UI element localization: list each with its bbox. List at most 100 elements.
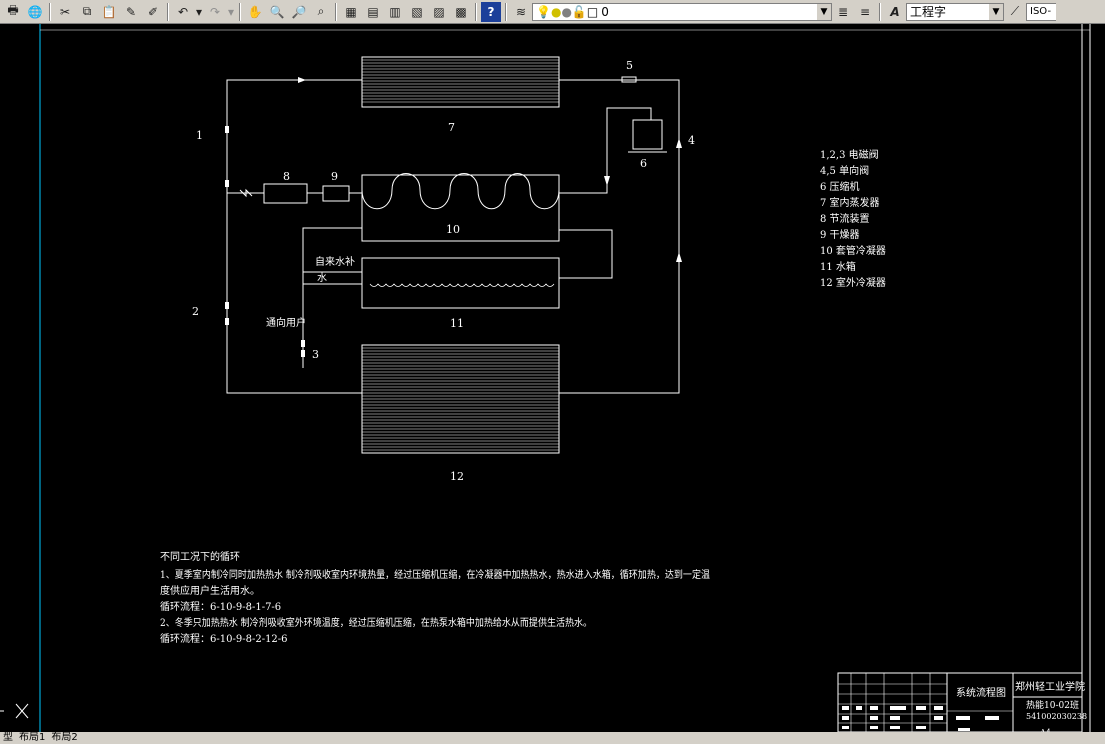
properties-icon[interactable]: ▦ <box>345 4 357 19</box>
toolbar-separator <box>167 2 169 21</box>
ucs-icon <box>0 703 29 719</box>
redo-dropdown-icon[interactable]: ▾ <box>227 4 235 19</box>
color-swatch-icon: □ <box>586 4 599 19</box>
notes-heading: 不同工况下的循环 <box>160 550 240 563</box>
label-11: 11 <box>450 317 464 330</box>
notes-line: 循环流程：6-10-9-8-1-7-6 <box>160 600 281 613</box>
dim-style-icon[interactable]: ⟋ <box>1010 4 1020 18</box>
publish-icon[interactable]: 🌐 <box>27 4 43 19</box>
title-block-text-block <box>956 716 970 720</box>
label-2: 2 <box>192 305 199 318</box>
dim-style-combo[interactable]: ISO- <box>1026 2 1056 21</box>
indoor-evaporator <box>361 56 560 108</box>
redo-icon[interactable]: ↷ <box>209 4 221 19</box>
notes-line: 度供应用户生活用水。 <box>160 584 260 597</box>
notes-line: 循环流程：6-10-9-8-2-12-6 <box>160 632 288 645</box>
tab-model[interactable]: 型 <box>3 732 13 743</box>
piping <box>226 79 680 394</box>
chevron-down-icon[interactable]: ▼ <box>989 3 1003 20</box>
layout-tabs-bar: 型 布局1 布局2 <box>0 732 1105 744</box>
water-tank <box>361 257 560 309</box>
toolbar-separator <box>49 2 51 21</box>
label-8: 8 <box>283 170 290 183</box>
chevron-down-icon[interactable]: ▼ <box>817 3 831 20</box>
layer-previous-icon[interactable]: ≡ <box>859 4 871 19</box>
title-block-text-block <box>916 726 926 729</box>
tap-water-label-1: 自来水补 <box>315 255 355 268</box>
sheet-set-icon[interactable]: ▧ <box>411 4 423 19</box>
notes-line: 1、夏季室内制冷同时加热热水 制冷剂吸收室内环境热量，经过压缩机压缩，在冷凝器中… <box>160 568 710 581</box>
markup-icon[interactable]: ▨ <box>433 4 445 19</box>
design-center-icon[interactable]: ▤ <box>367 4 379 19</box>
label-7: 7 <box>448 121 455 134</box>
legend-item: 11 水箱 <box>820 260 856 273</box>
label-9: 9 <box>331 170 338 183</box>
zoom-previous-icon[interactable]: ⌕ <box>317 4 325 18</box>
zoom-window-icon[interactable]: 🔎 <box>291 4 307 19</box>
toolbar-separator <box>879 2 881 21</box>
flow-arrows <box>225 77 682 357</box>
check-valve-5 <box>621 76 637 83</box>
drawing-name: 系统流程图 <box>956 686 1006 699</box>
student-id: 541002030238 <box>1026 712 1087 721</box>
legend-item: 8 节流装置 <box>820 212 870 225</box>
paste-icon[interactable]: 📋 <box>101 4 117 19</box>
legend-item: 12 室外冷凝器 <box>820 276 886 289</box>
toolbar-separator <box>335 2 337 21</box>
cut-icon[interactable]: ✂ <box>59 4 71 19</box>
layer-manager-icon[interactable]: ≋ <box>515 4 527 19</box>
tool-palettes-icon[interactable]: ▥ <box>389 4 401 19</box>
calculator-icon[interactable]: ▩ <box>455 4 467 19</box>
legend-item: 6 压缩机 <box>820 180 860 193</box>
label-10: 10 <box>446 223 460 236</box>
title-block-text-block <box>856 706 862 710</box>
match-properties-icon[interactable]: ✎ <box>125 4 137 19</box>
legend-item: 10 套管冷凝器 <box>820 244 886 257</box>
title-block-text-block <box>842 726 849 729</box>
zoom-realtime-icon[interactable]: 🔍 <box>269 4 285 19</box>
print-icon[interactable]: 🖶 <box>7 3 19 17</box>
title-block-text-block <box>890 726 900 729</box>
lock-icon: 🔓 <box>571 4 587 19</box>
label-6: 6 <box>640 157 647 170</box>
tube-condenser <box>361 173 560 242</box>
legend-item: 9 干燥器 <box>820 229 860 241</box>
sun-icon: ● <box>550 4 562 19</box>
to-user-label: 通向用户 <box>266 316 306 329</box>
pan-icon[interactable]: ✋ <box>247 4 263 19</box>
tab-layout2[interactable]: 布局2 <box>51 732 78 743</box>
school-name: 郑州轻工业学院 <box>1015 680 1085 693</box>
toolbar-separator <box>239 2 241 21</box>
legend-item: 7 室内蒸发器 <box>820 196 880 209</box>
label-1: 1 <box>196 129 203 142</box>
toolbar-separator <box>475 2 477 21</box>
title-block-text-block <box>870 706 878 710</box>
title-block-text-block <box>958 728 970 731</box>
title-block-text-block <box>916 706 926 710</box>
class-name: 热能10-02班 <box>1026 699 1079 711</box>
undo-dropdown-icon[interactable]: ▾ <box>195 4 203 19</box>
legend-item: 1,2,3 电磁阀 <box>820 148 879 161</box>
block-editor-icon[interactable]: ✐ <box>147 4 159 19</box>
make-current-layer-icon[interactable]: ≣ <box>837 4 849 19</box>
text-style-icon[interactable]: A <box>890 4 900 19</box>
title-block-text-block <box>890 716 900 720</box>
title-block-text-block <box>870 726 878 729</box>
tab-layout1[interactable]: 布局1 <box>19 732 46 743</box>
help-icon[interactable]: ? <box>481 1 501 22</box>
freeze-icon: ● <box>561 4 572 19</box>
text-style-combo[interactable]: 工程字 ▼ <box>906 2 1004 21</box>
title-block-text-block <box>985 716 999 720</box>
copy-icon[interactable]: ⧉ <box>82 4 92 18</box>
undo-icon[interactable]: ↶ <box>177 4 189 19</box>
label-3: 3 <box>312 348 319 361</box>
title-block-text-block <box>934 716 943 720</box>
drawing-canvas[interactable]: 1 2 3 4 5 6 7 8 9 10 11 12 自来水补 水 通向用户 1… <box>0 24 1105 737</box>
layer-combo[interactable]: 💡 ● ● 🔓 □ 0 ▼ <box>532 2 832 21</box>
title-block-text-block <box>890 706 906 710</box>
label-12: 12 <box>450 470 464 483</box>
toolbar-separator <box>505 2 507 21</box>
title-block: 系统流程图 郑州轻工业学院 热能10-02班 541002030238 A4 <box>837 672 1087 737</box>
legend-item: 4,5 单向阀 <box>820 164 869 177</box>
cad-drawing: 1 2 3 4 5 6 7 8 9 10 11 12 自来水补 水 通向用户 1… <box>0 24 1091 737</box>
